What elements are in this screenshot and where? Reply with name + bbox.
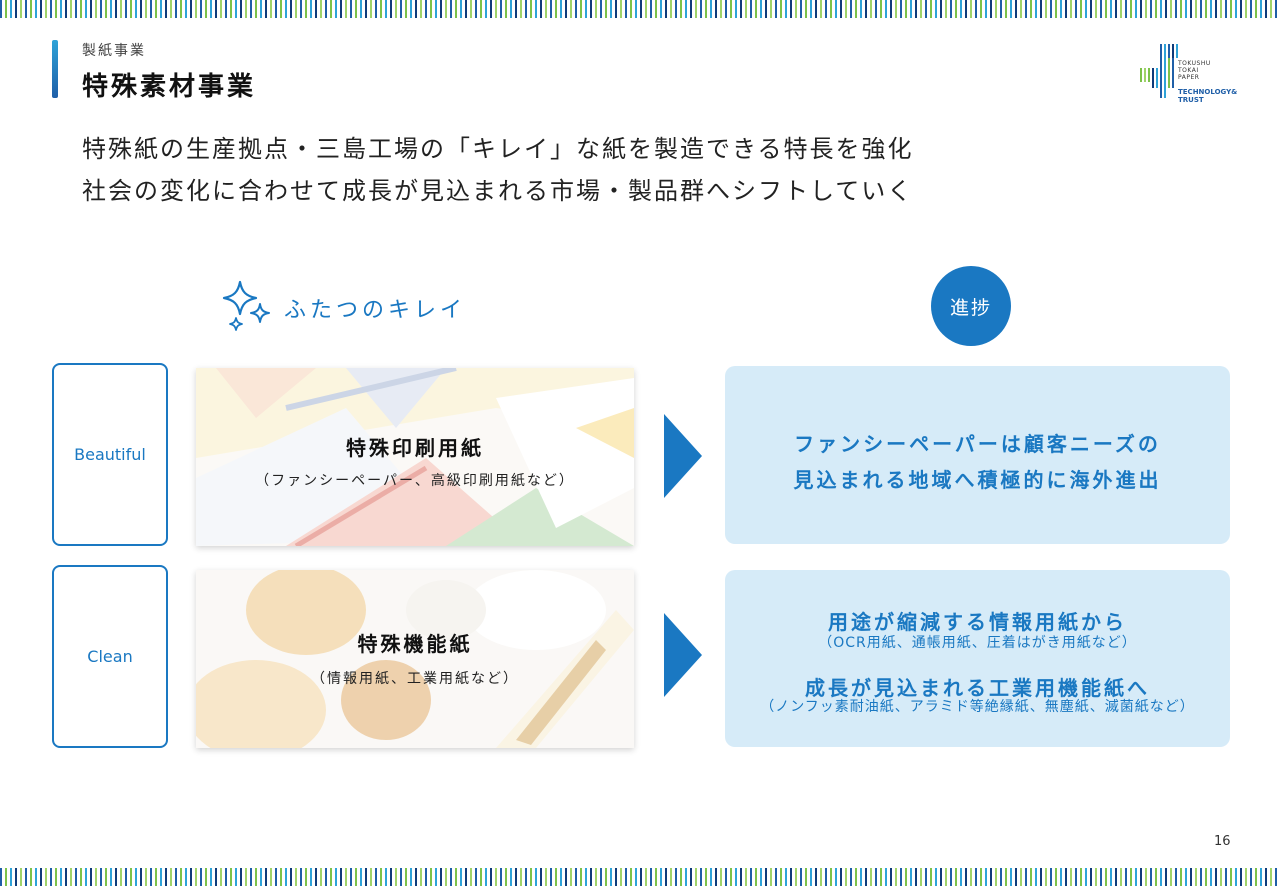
product-subtitle: （ファンシーペーパー、高級印刷用紙など）: [255, 473, 575, 489]
lead-text: 特殊紙の生産拠点・三島工場の「キレイ」な紙を製造できる特長を強化 社会の変化に合…: [82, 128, 914, 212]
result-line: ファンシーペーパーは顧客ニーズの: [794, 432, 1161, 456]
tag-label: Clean: [87, 647, 133, 666]
logo-tagline-line: TRUST: [1178, 96, 1204, 104]
progress-label: 進捗: [949, 296, 992, 319]
lead-line-1: 特殊紙の生産拠点・三島工場の「キレイ」な紙を製造できる特長を強化: [82, 135, 914, 163]
logo-name-line: PAPER: [1178, 74, 1200, 81]
tag-clean: Clean: [52, 565, 168, 748]
arrow-right-icon: [664, 613, 702, 697]
sparkle-icon: [222, 280, 270, 331]
logo-mark-icon: [1140, 44, 1178, 98]
result-title: 用途が縮減する情報用紙から: [828, 610, 1127, 634]
product-title: 特殊印刷用紙: [346, 436, 484, 460]
special-functional-paper-panel: 特殊機能紙 （情報用紙、工業用紙など）: [196, 570, 634, 748]
result-line: 見込まれる地域へ積極的に海外進出: [793, 468, 1162, 492]
top-stripe-decoration: [0, 0, 1280, 18]
page-title: 特殊素材事業: [82, 72, 257, 102]
progress-badge: 進捗: [931, 266, 1011, 346]
bottom-stripe-decoration: [0, 868, 1280, 886]
result-title: 成長が見込まれる工業用機能紙へ: [805, 676, 1150, 700]
product-subtitle: （情報用紙、工業用紙など）: [311, 671, 519, 687]
image-veil: [196, 570, 634, 748]
section-accent-bar: [52, 40, 58, 98]
arrow-right-icon: [664, 414, 702, 498]
image-veil: [196, 368, 634, 546]
result-subtitle: （OCR用紙、通帳用紙、圧着はがき用紙など）: [818, 635, 1137, 651]
company-logo: TOKUSHU TOKAI PAPER TECHNOLOGY& TRUST: [1140, 42, 1240, 108]
logo-tagline-line: TECHNOLOGY&: [1178, 88, 1238, 96]
logo-name-line: TOKUSHU: [1178, 60, 1211, 67]
logo-tagline: TECHNOLOGY& TRUST: [1178, 88, 1237, 104]
product-title: 特殊機能紙: [357, 632, 473, 656]
result-box-overseas: ファンシーペーパーは顧客ニーズの 見込まれる地域へ積極的に海外進出: [725, 366, 1230, 544]
page-number: 16: [1214, 834, 1231, 849]
section-label: 製紙事業: [82, 43, 146, 59]
tag-label: Beautiful: [74, 445, 146, 464]
tag-beautiful: Beautiful: [52, 363, 168, 546]
result-box-shift: 用途が縮減する情報用紙から （OCR用紙、通帳用紙、圧着はがき用紙など） 成長が…: [725, 570, 1230, 747]
special-printing-paper-panel: 特殊印刷用紙 （ファンシーペーパー、高級印刷用紙など）: [196, 368, 634, 546]
kirei-heading: ふたつのキレイ: [284, 298, 467, 323]
logo-name: TOKUSHU TOKAI PAPER: [1178, 60, 1211, 81]
lead-line-2: 社会の変化に合わせて成長が見込まれる市場・製品群へシフトしていく: [82, 177, 914, 205]
result-subtitle: （ノンフッ素耐油紙、アラミド等絶縁紙、無塵紙、滅菌紙など）: [760, 699, 1195, 715]
logo-name-line: TOKAI: [1178, 67, 1199, 74]
